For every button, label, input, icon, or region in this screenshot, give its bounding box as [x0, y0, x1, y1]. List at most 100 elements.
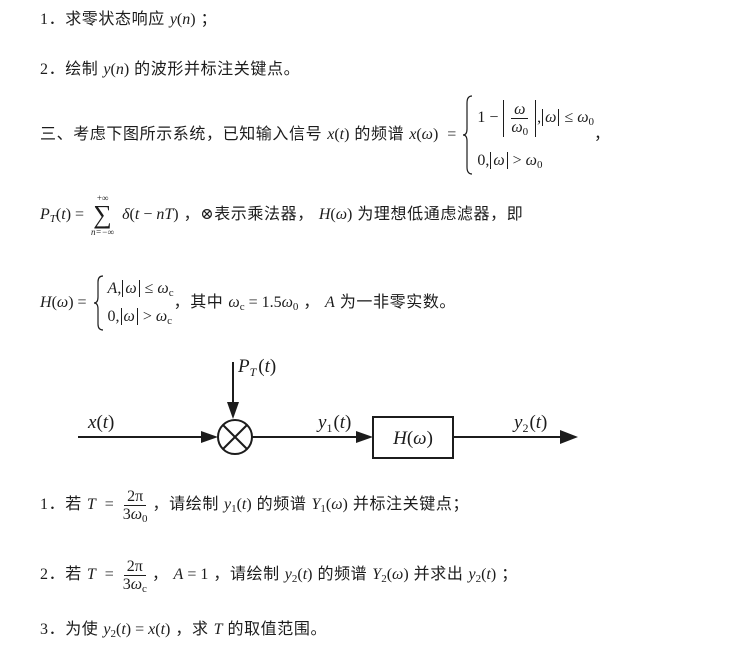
multiplier-cross [222, 424, 248, 450]
math-token: ( [176, 11, 183, 28]
math-token: x [87, 412, 97, 433]
math-token: 1 [477, 108, 486, 126]
piecewise-row-2: 0,ω>ω0 [477, 151, 594, 171]
punctuation: ； [501, 566, 518, 583]
math-token: , [537, 108, 542, 126]
math-token: ) [432, 126, 439, 143]
punctuation: ， [151, 566, 169, 583]
math-token: t [339, 126, 345, 143]
math-token: 1 [200, 566, 209, 583]
math-token: y [468, 566, 476, 583]
math-token: ) [123, 61, 130, 78]
left-brace [463, 95, 473, 175]
math-token: ω [511, 118, 523, 136]
sum-lower-limit: n=−∞ [91, 227, 115, 237]
punctuation: ； [200, 11, 218, 28]
math-token: A [325, 294, 335, 311]
math-token: ( [55, 206, 62, 223]
math-token: ω [157, 280, 169, 297]
math-token: y [169, 11, 177, 28]
summation: +∞ ∑ n=−∞ [91, 193, 114, 237]
math-token: 2 [381, 573, 387, 585]
math-h-of-omega: H(ω) [40, 293, 74, 313]
math-token: ) [65, 206, 72, 223]
math-h-of-omega: H(ω) [319, 205, 353, 225]
math-token: ( [155, 621, 161, 638]
math-token: ) [342, 496, 348, 513]
math-token: ω [56, 294, 69, 311]
math-token: ) [125, 621, 132, 638]
pt-arrowhead [227, 402, 239, 419]
math-token: ) [403, 566, 409, 583]
math-token: ) [307, 566, 313, 583]
math-token: y [512, 412, 523, 433]
math-token: y [103, 61, 111, 78]
math-token: x [327, 126, 335, 143]
math-token: ( [334, 126, 340, 143]
math-token: ) [270, 356, 276, 377]
math-x-of-t: x(t) [327, 125, 349, 145]
abs-value: ω [120, 308, 138, 325]
math-token: ω [281, 294, 293, 311]
abs-value: ω [122, 280, 140, 297]
left-brace [93, 275, 103, 331]
math-token: = [248, 294, 258, 311]
math-token: ) [347, 206, 353, 223]
math-token: ω [331, 496, 343, 513]
math-token: ) [345, 412, 351, 433]
problem-text: 三、考虑下图所示系统，已知输入信号 [40, 126, 323, 143]
math-token: ( [481, 566, 487, 583]
math-token: Y [311, 496, 321, 513]
math-token: 2 [475, 573, 482, 585]
question-number: 3． [40, 621, 66, 638]
label-y1: y1(t) [316, 412, 351, 435]
math-token: 1.5 [261, 294, 282, 311]
output-arrowhead [560, 430, 578, 444]
problem-text: 为一非零实数。 [339, 294, 457, 311]
math-token: ω [545, 108, 557, 126]
lowpass-filter-box [372, 416, 454, 459]
math-token: ω [228, 294, 240, 311]
math-token: c [167, 315, 173, 327]
math-token: nT [156, 206, 174, 223]
question-1: 1． 求零状态响应 y(n) ； [40, 8, 217, 32]
math-token: ( [110, 61, 116, 78]
math-token: δ [122, 206, 130, 223]
math-token: ω [577, 108, 589, 126]
math-token: ( [236, 496, 242, 513]
question-text: 绘制 [65, 61, 99, 78]
math-token: t [241, 496, 247, 513]
piecewise-row-1: A,ω≤ωc [108, 279, 174, 299]
label-x: x(t) [87, 412, 114, 433]
problem-3-filter: H(ω) = A,ω≤ωc 0,ω>ωc ，其中 ωc=1.5ω0 ， A 为一… [40, 273, 456, 333]
problem-3-impulse-train: PT(t) = +∞ ∑ n=−∞ δ(t−nT) ，⊗表示乘法器， H(ω) … [40, 190, 523, 240]
math-token: ( [407, 428, 413, 449]
math-token: ( [297, 566, 303, 583]
math-token: H [40, 294, 52, 311]
math-token: ) [173, 206, 179, 223]
math-y2-equals-x: y2(t)=x(t) [103, 620, 170, 640]
math-y-of-n: y(n) [103, 60, 129, 80]
math-token: c [239, 301, 245, 313]
math-token: ω [123, 308, 135, 325]
fraction-denominator: 3ωc [120, 576, 150, 595]
math-token: − [143, 206, 153, 223]
math-token: P [237, 356, 250, 377]
math-token: , [117, 280, 122, 297]
equals-sign: = [104, 496, 114, 513]
math-token: ω [155, 308, 168, 325]
math-token: ) [165, 621, 171, 638]
piecewise-filter: A,ω≤ωc 0,ω>ωc [93, 275, 174, 331]
math-token: ) [68, 294, 74, 311]
math-token: 0 [107, 308, 116, 325]
math-token: t [340, 412, 346, 433]
question-number: 2． [40, 61, 66, 78]
math-token: ( [116, 621, 122, 638]
question-text: 的波形并标注关键点。 [134, 61, 301, 78]
math-token: ω [525, 151, 537, 169]
question-number: 1． [40, 11, 66, 28]
